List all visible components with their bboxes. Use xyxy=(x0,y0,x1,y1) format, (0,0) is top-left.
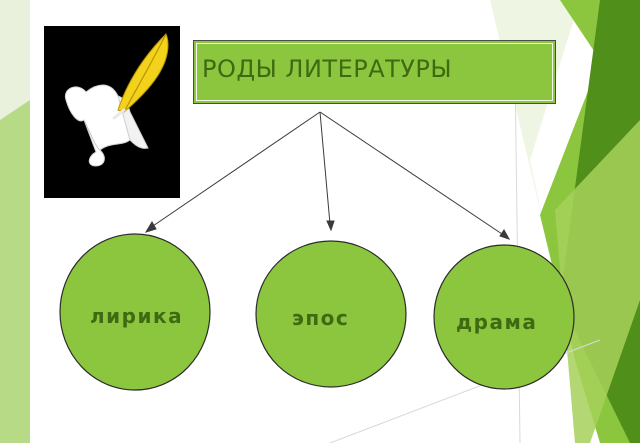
node-label-lyric: лирика xyxy=(90,304,184,328)
node-circle-drama xyxy=(433,244,575,390)
node-label-drama: драма xyxy=(456,310,538,334)
left-green-band xyxy=(0,100,30,443)
quill-and-scroll-icon xyxy=(44,26,180,198)
connector-arrows xyxy=(144,111,511,240)
right-light-facet xyxy=(555,120,640,443)
arrow-head-drama xyxy=(499,229,511,240)
title-box: РОДЫ ЛИТЕРАТУРЫ xyxy=(193,40,556,104)
arrow-line-epic xyxy=(319,111,331,225)
category-nodes xyxy=(59,233,575,391)
title-inner-border xyxy=(196,43,553,101)
node-circle-epic xyxy=(255,240,407,388)
node-circle-lyric xyxy=(59,233,211,391)
diagram-title: РОДЫ ЛИТЕРАТУРЫ xyxy=(202,55,453,83)
arrow-head-epic xyxy=(326,220,335,232)
arrow-line-drama xyxy=(319,111,506,237)
node-label-epic: эпос xyxy=(292,306,350,330)
arrow-head-lyric xyxy=(144,221,157,233)
arrow-line-lyric xyxy=(149,111,321,229)
